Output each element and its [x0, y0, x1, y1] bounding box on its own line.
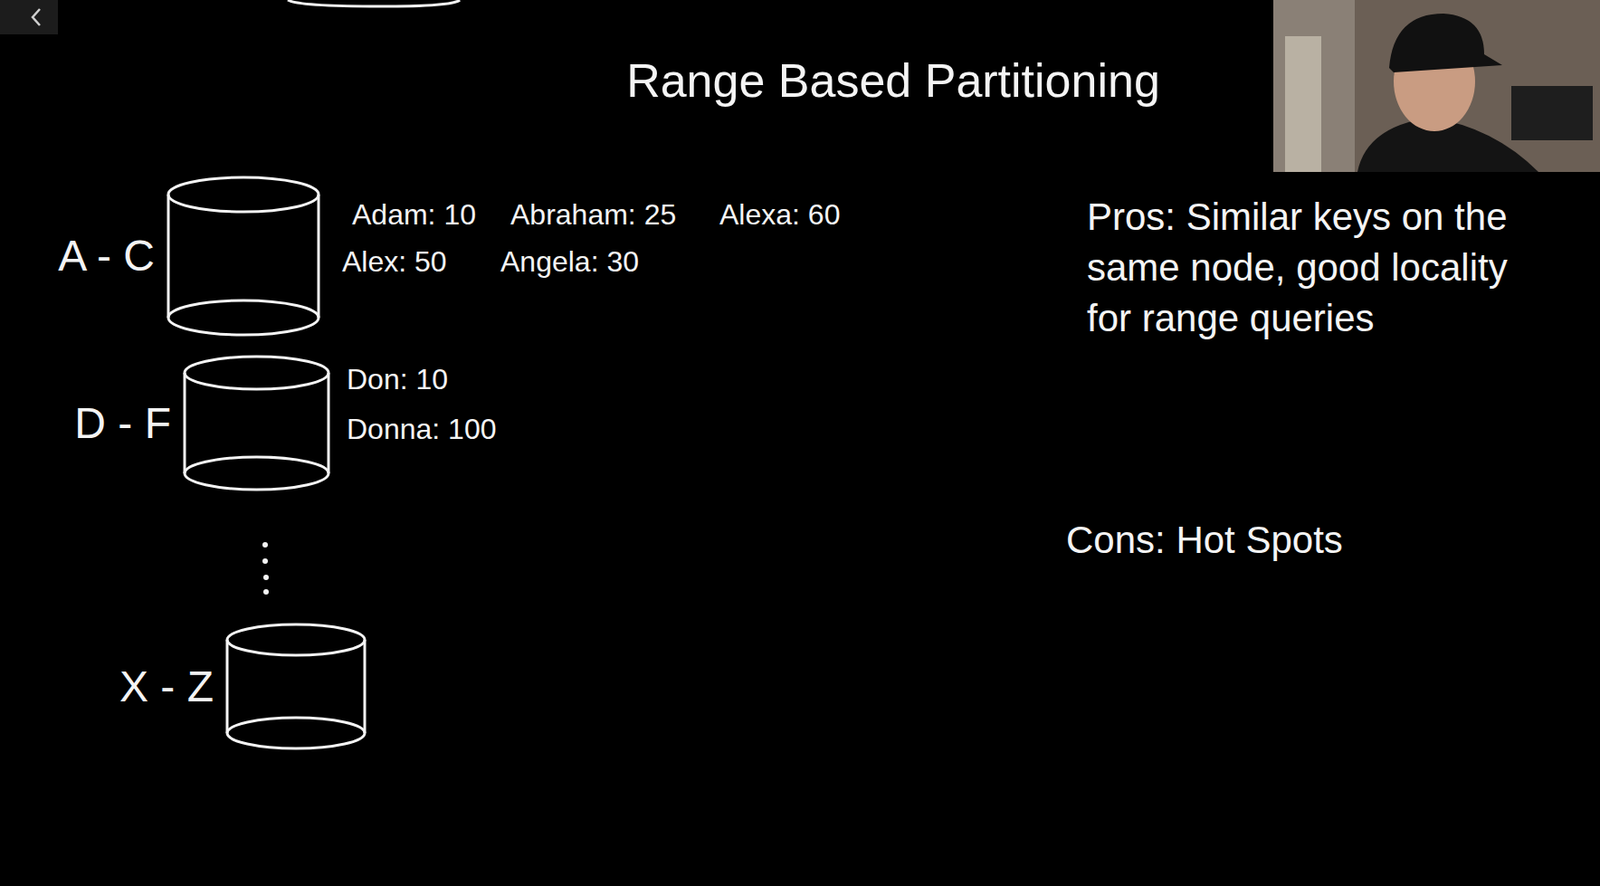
key-value: Donna: 100 — [346, 411, 496, 447]
range-label: D - F — [74, 397, 172, 450]
back-chevron — [32, 9, 40, 26]
cylinder-side — [183, 372, 187, 474]
dot — [262, 542, 268, 548]
cylinder-top — [227, 624, 365, 656]
webcam-background — [1273, 0, 1600, 172]
partition-node: A - C — [57, 175, 322, 337]
cylinder-side — [167, 194, 171, 318]
key-value: Adam: 10 — [352, 197, 477, 232]
cylinder-shape — [224, 622, 368, 751]
partition-node: X - Z — [119, 622, 368, 751]
cylinder-side — [363, 639, 367, 734]
cylinder-side — [226, 639, 229, 734]
webcam-cap — [1389, 13, 1503, 73]
webcam-wall — [1273, 0, 1355, 172]
ellipsis-dots — [262, 542, 269, 595]
cylinder-shape — [181, 354, 332, 492]
note: Cons: Hot Spots — [1066, 517, 1343, 563]
back-button — [0, 0, 58, 35]
title: Range Based Partitioning — [626, 52, 1161, 109]
cut-off-shape — [287, 0, 460, 7]
range-label: A - C — [57, 229, 155, 283]
key-value: Don: 10 — [346, 361, 448, 397]
note: Pros: Similar keys on the same node, goo… — [1086, 191, 1540, 344]
range-label: X - Z — [119, 660, 214, 714]
webcam-inset — [1273, 0, 1600, 172]
cylinder-side — [327, 372, 331, 474]
dot — [262, 558, 268, 564]
dot — [263, 574, 269, 581]
dot — [263, 589, 269, 595]
key-value: Abraham: 25 — [510, 197, 677, 232]
cylinder-bottom — [184, 457, 329, 490]
key-value: Alex: 50 — [342, 244, 448, 279]
cylinder-side — [317, 194, 321, 318]
webcam-door — [1285, 36, 1322, 172]
webcam-tv — [1511, 85, 1593, 141]
partition-node: D - F — [74, 354, 332, 492]
cylinder-top — [184, 356, 329, 390]
cylinder-bottom — [227, 717, 365, 749]
key-value: Angela: 30 — [500, 244, 639, 279]
cylinder-shape — [165, 175, 322, 337]
cylinder-bottom — [168, 300, 319, 335]
cylinder-top — [168, 177, 319, 212]
key-value: Alexa: 60 — [719, 197, 840, 232]
